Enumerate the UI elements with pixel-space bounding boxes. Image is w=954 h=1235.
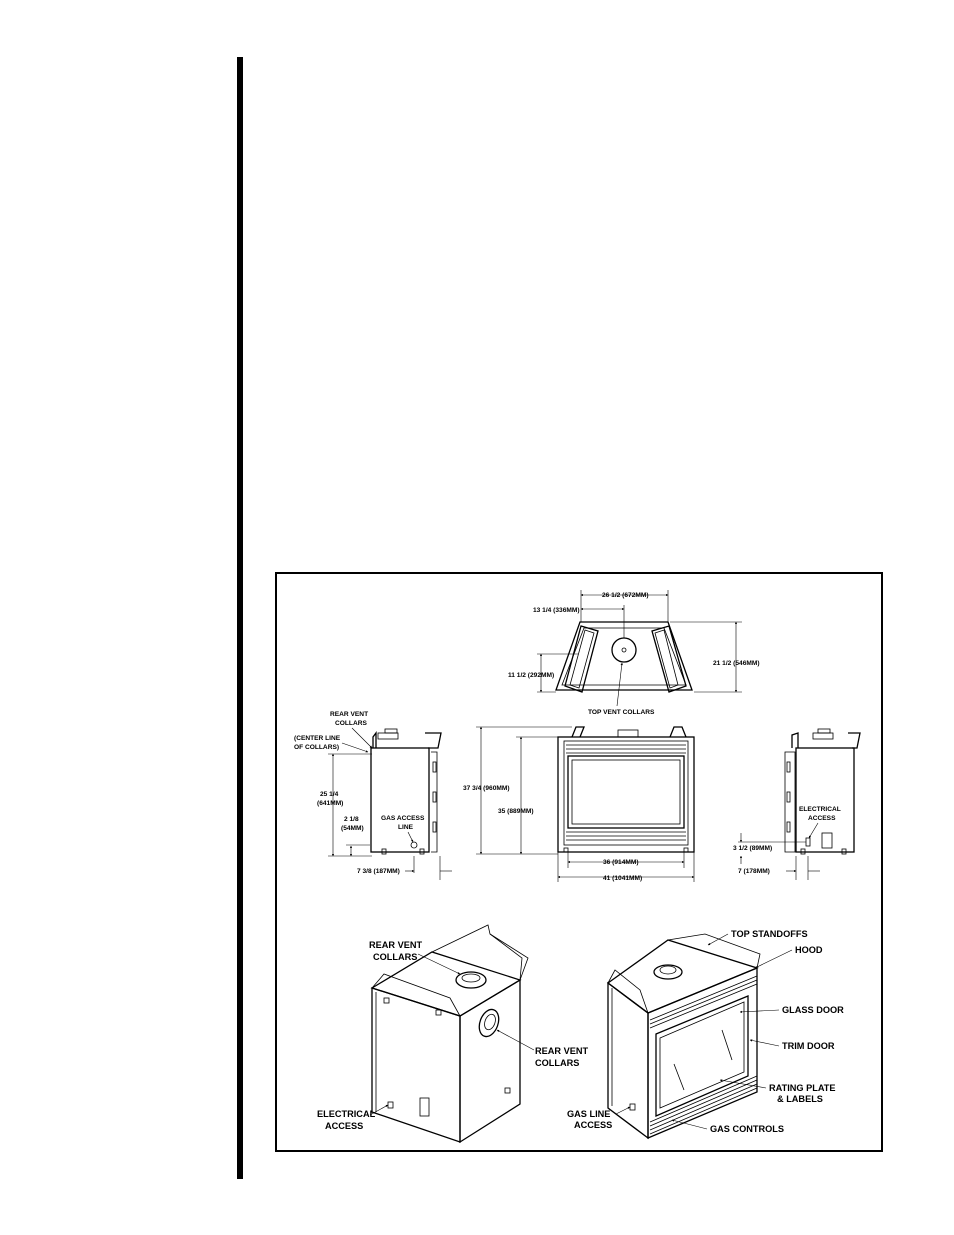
rear-iso-side-collars-label-1: REAR VENT — [535, 1046, 588, 1056]
right-bottom-dimension: 7 (178MM) — [738, 868, 770, 875]
rating-plate-label-2: & LABELS — [777, 1094, 823, 1104]
top-depth-dimension: 21 1/2 (546MM) — [713, 660, 760, 667]
front-outer-width-dimension: 41 (1041MM) — [603, 875, 642, 882]
trim-door-label: TRIM DOOR — [782, 1041, 835, 1051]
front-view-body — [557, 726, 695, 853]
front-view: 37 3/4 (960MM) 35 (889MM) 36 (914MM) 41 … — [463, 726, 695, 882]
top-view-body — [555, 621, 693, 693]
top-view-dimensions: 26 1/2 (672MM) 13 1/4 (336MM) 21 1/2 (54… — [508, 590, 760, 716]
rear-iso-side-collars-label-2: COLLARS — [535, 1058, 579, 1068]
right-side-view: ELECTRICAL ACCESS 3 1/2 (89MM) 7 (178MM) — [733, 728, 861, 880]
center-line-label-2: OF COLLARS) — [294, 744, 339, 751]
left-bottom-dimension: 7 3/8 (187MM) — [357, 868, 400, 875]
left-height-dimension-2: (641MM) — [317, 800, 343, 807]
gas-line-access-label-2: ACCESS — [574, 1120, 612, 1130]
front-isometric-view: TOP STANDOFFS HOOD GLASS DOOR TRIM DOOR … — [567, 929, 844, 1140]
hood-label: HOOD — [795, 945, 823, 955]
rear-iso-labels: REAR VENT COLLARS REAR VENT COLLARS ELEC… — [317, 940, 588, 1131]
top-vent-collars-label: TOP VENT COLLARS — [588, 709, 655, 716]
gas-access-label-2: LINE — [398, 824, 414, 831]
left-side-body — [370, 728, 442, 855]
top-view: 26 1/2 (672MM) 13 1/4 (336MM) 21 1/2 (54… — [508, 590, 760, 716]
front-view-dimensions: 37 3/4 (960MM) 35 (889MM) 36 (914MM) 41 … — [463, 726, 695, 882]
glass-door-label: GLASS DOOR — [782, 1005, 844, 1015]
left-rear-vent-label-2: COLLARS — [335, 720, 367, 727]
front-inner-width-dimension: 36 (914MM) — [603, 859, 639, 866]
left-small-dimension-1: 2 1/8 — [344, 816, 359, 823]
front-iso-body — [606, 933, 761, 1140]
right-side-body — [784, 728, 861, 855]
right-electrical-label-1: ELECTRICAL — [799, 806, 841, 813]
center-line-label-1: (CENTER LINE — [294, 735, 341, 742]
right-side-dimensions: ELECTRICAL ACCESS 3 1/2 (89MM) 7 (178MM) — [733, 806, 841, 880]
rear-isometric-view: REAR VENT COLLARS REAR VENT COLLARS ELEC… — [317, 924, 588, 1144]
gas-access-label-1: GAS ACCESS — [381, 815, 425, 822]
front-height-dimension: 35 (889MM) — [498, 808, 534, 815]
rear-iso-top-collars-label-1: REAR VENT — [369, 940, 422, 950]
page-margin-rule — [237, 57, 243, 1179]
rating-plate-label-1: RATING PLATE — [769, 1083, 836, 1093]
left-rear-vent-label-1: REAR VENT — [330, 711, 368, 718]
left-side-view: REAR VENT COLLARS (CENTER LINE OF COLLAR… — [294, 711, 452, 880]
front-total-height-dimension: 37 3/4 (960MM) — [463, 785, 510, 792]
top-standoffs-label: TOP STANDOFFS — [731, 929, 808, 939]
right-small-dimension: 3 1/2 (89MM) — [733, 845, 772, 852]
gas-line-access-label-1: GAS LINE — [567, 1109, 610, 1119]
left-side-dimensions: REAR VENT COLLARS (CENTER LINE OF COLLAR… — [294, 711, 452, 880]
rear-iso-body — [370, 924, 529, 1144]
top-half-dimension: 13 1/4 (336MM) — [533, 607, 580, 614]
left-height-dimension-1: 25 1/4 — [320, 791, 339, 798]
front-iso-labels: TOP STANDOFFS HOOD GLASS DOOR TRIM DOOR … — [567, 929, 844, 1134]
rear-iso-electrical-label-2: ACCESS — [325, 1121, 363, 1131]
right-electrical-label-2: ACCESS — [808, 815, 836, 822]
rear-iso-top-collars-label-2: COLLARS — [373, 952, 417, 962]
gas-controls-label: GAS CONTROLS — [710, 1124, 784, 1134]
left-small-dimension-2: (54MM) — [341, 825, 364, 832]
rear-iso-electrical-label-1: ELECTRICAL — [317, 1109, 376, 1119]
top-width-dimension: 26 1/2 (672MM) — [602, 592, 649, 599]
top-collar-dimension: 11 1/2 (292MM) — [508, 672, 554, 679]
